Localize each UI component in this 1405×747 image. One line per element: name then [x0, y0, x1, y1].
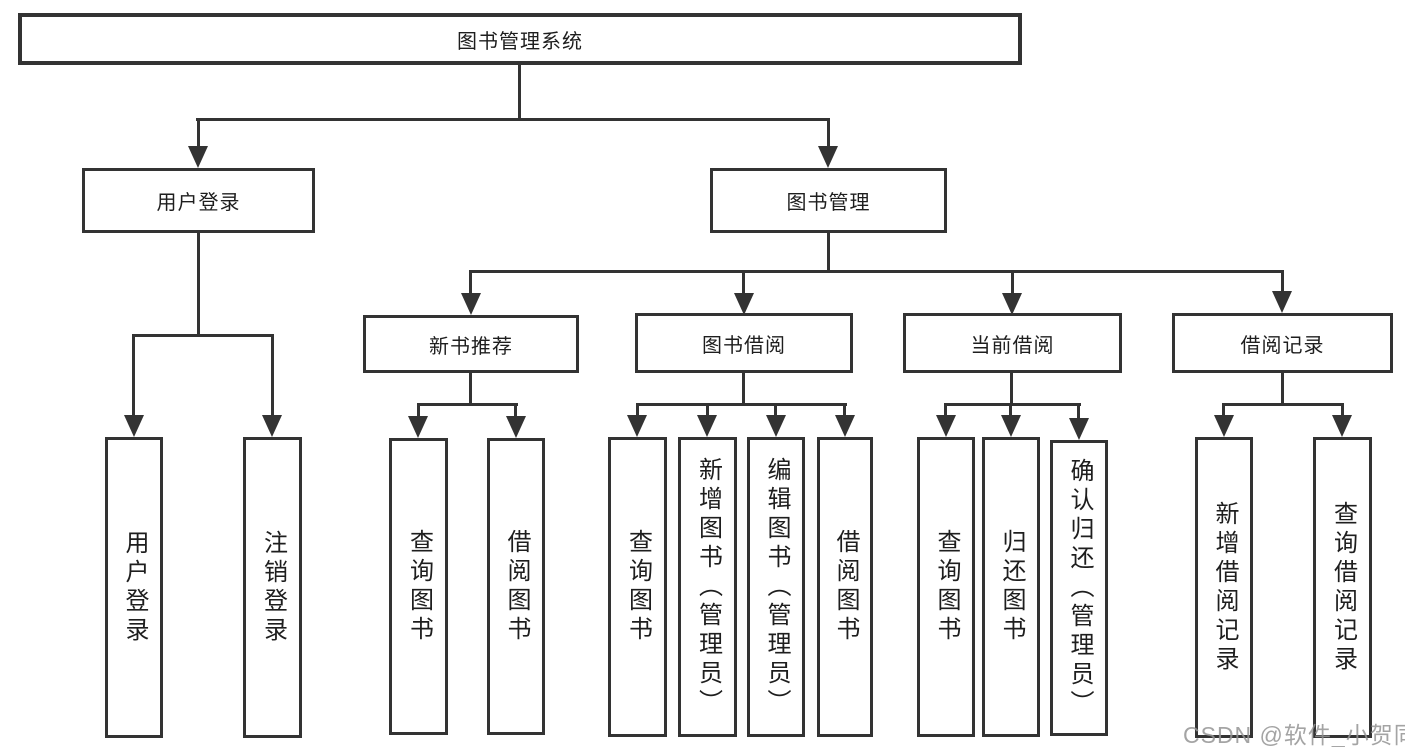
- node-label: 查询图书: [624, 529, 652, 645]
- node-current-borrow: 当前借阅: [903, 313, 1122, 373]
- edge-to-add-books-admin: [706, 405, 709, 418]
- arrowhead-user-login-icon: [188, 146, 208, 168]
- edge-to-borrow-books-recommend: [514, 405, 517, 419]
- edge-to-book-management: [827, 120, 830, 148]
- edge-book-management-hbar: [469, 270, 1284, 273]
- node-book-borrow: 图书借阅: [635, 313, 853, 373]
- edge-root-trunk: [518, 65, 521, 121]
- edge-to-query-borrow-record: [1341, 405, 1344, 418]
- arrowhead-book-borrow-icon: [734, 293, 754, 315]
- arrowhead-return-books-icon: [1001, 415, 1021, 437]
- node-confirm-return-admin: 确认归还（管理员）: [1050, 440, 1108, 736]
- edge-to-borrow-records: [1281, 272, 1284, 294]
- edge-to-query-books-recommend: [417, 405, 420, 419]
- node-label: 借阅图书: [503, 528, 530, 645]
- arrowhead-query-books-borrow-icon: [627, 415, 647, 437]
- arrowhead-user-login-action-icon: [124, 415, 144, 437]
- node-label: 查询图书: [405, 528, 433, 645]
- node-add-books-admin: 新增图书（管理员）: [678, 437, 737, 737]
- arrowhead-confirm-return-admin-icon: [1069, 418, 1089, 440]
- node-new-book-recommend: 新书推荐: [363, 315, 579, 373]
- node-root-system: 图书管理系统: [18, 13, 1022, 65]
- edge-current-borrow-hbar: [944, 403, 1081, 406]
- arrowhead-add-books-admin-icon: [697, 415, 717, 437]
- node-query-books-borrow: 查询图书: [608, 437, 667, 737]
- edge-to-return-books: [1009, 405, 1012, 418]
- edge-to-borrow-books-action: [843, 405, 846, 418]
- arrowhead-add-borrow-record-icon: [1214, 415, 1234, 437]
- edge-book-borrow-hbar: [636, 403, 847, 406]
- node-label: 用户登录: [121, 529, 148, 646]
- edge-root-hbar: [196, 118, 830, 121]
- arrowhead-borrow-books-action-icon: [835, 415, 855, 437]
- edge-to-book-borrow: [742, 272, 745, 296]
- arrowhead-query-books-current-icon: [936, 415, 956, 437]
- edge-current-borrow-trunk: [1010, 373, 1013, 406]
- edge-book-management-trunk: [827, 233, 830, 273]
- edge-to-user-login-action: [132, 336, 135, 418]
- edge-user-login-trunk: [197, 233, 200, 337]
- arrowhead-query-books-recommend-icon: [408, 416, 428, 438]
- node-user-login: 用户登录: [82, 168, 315, 233]
- node-return-books: 归还图书: [982, 437, 1040, 737]
- arrowhead-current-borrow-icon: [1002, 293, 1022, 315]
- edge-to-query-books-current: [944, 405, 947, 418]
- arrowhead-borrow-books-recommend-icon: [506, 416, 526, 438]
- node-label: 编辑图书（管理员）: [763, 456, 790, 718]
- edge-new-book-recommend-trunk: [469, 373, 472, 406]
- node-query-books-current: 查询图书: [917, 437, 975, 737]
- edge-to-confirm-return-admin: [1077, 405, 1080, 420]
- edge-to-query-books-borrow: [636, 405, 639, 418]
- node-label: 确认归还（管理员）: [1066, 457, 1093, 719]
- edge-to-new-book-recommend: [469, 272, 472, 296]
- node-label: 注销登录: [259, 529, 287, 646]
- node-query-borrow-record: 查询借阅记录: [1313, 437, 1372, 738]
- arrowhead-query-borrow-record-icon: [1332, 415, 1352, 437]
- node-edit-books-admin: 编辑图书（管理员）: [747, 437, 805, 737]
- node-label: 查询借阅记录: [1329, 500, 1357, 675]
- node-borrow-books-recommend: 借阅图书: [487, 438, 545, 735]
- csdn-watermark: CSDN @软件_小贺同学: [1183, 722, 1405, 747]
- node-book-management: 图书管理: [710, 168, 947, 233]
- edge-user-login-hbar: [132, 334, 274, 337]
- node-user-login-action: 用户登录: [105, 437, 163, 738]
- node-borrow-records: 借阅记录: [1172, 313, 1393, 373]
- node-label: 归还图书: [998, 529, 1025, 645]
- node-label: 新增借阅记录: [1211, 500, 1238, 675]
- node-borrow-books-action: 借阅图书: [817, 437, 873, 737]
- edge-to-current-borrow: [1011, 272, 1014, 296]
- edge-to-user-login: [197, 120, 200, 148]
- edge-to-add-borrow-record: [1222, 405, 1225, 418]
- node-label: 借阅图书: [832, 529, 859, 645]
- edge-book-borrow-trunk: [742, 373, 745, 406]
- arrowhead-borrow-records-icon: [1272, 291, 1292, 313]
- node-logout-action: 注销登录: [243, 437, 302, 738]
- node-add-borrow-record: 新增借阅记录: [1195, 437, 1253, 738]
- edge-to-edit-books-admin: [774, 405, 777, 418]
- edge-borrow-records-hbar: [1222, 403, 1344, 406]
- arrowhead-edit-books-admin-icon: [766, 415, 786, 437]
- edge-new-book-recommend-hbar: [417, 403, 518, 406]
- node-label: 新增图书（管理员）: [694, 456, 722, 718]
- edge-to-logout-action: [271, 336, 274, 418]
- arrowhead-book-management-icon: [818, 146, 838, 168]
- node-label: 查询图书: [933, 529, 960, 645]
- node-query-books-recommend: 查询图书: [389, 438, 448, 735]
- edge-borrow-records-trunk: [1281, 373, 1284, 406]
- arrowhead-logout-action-icon: [262, 415, 282, 437]
- arrowhead-new-book-recommend-icon: [461, 293, 481, 315]
